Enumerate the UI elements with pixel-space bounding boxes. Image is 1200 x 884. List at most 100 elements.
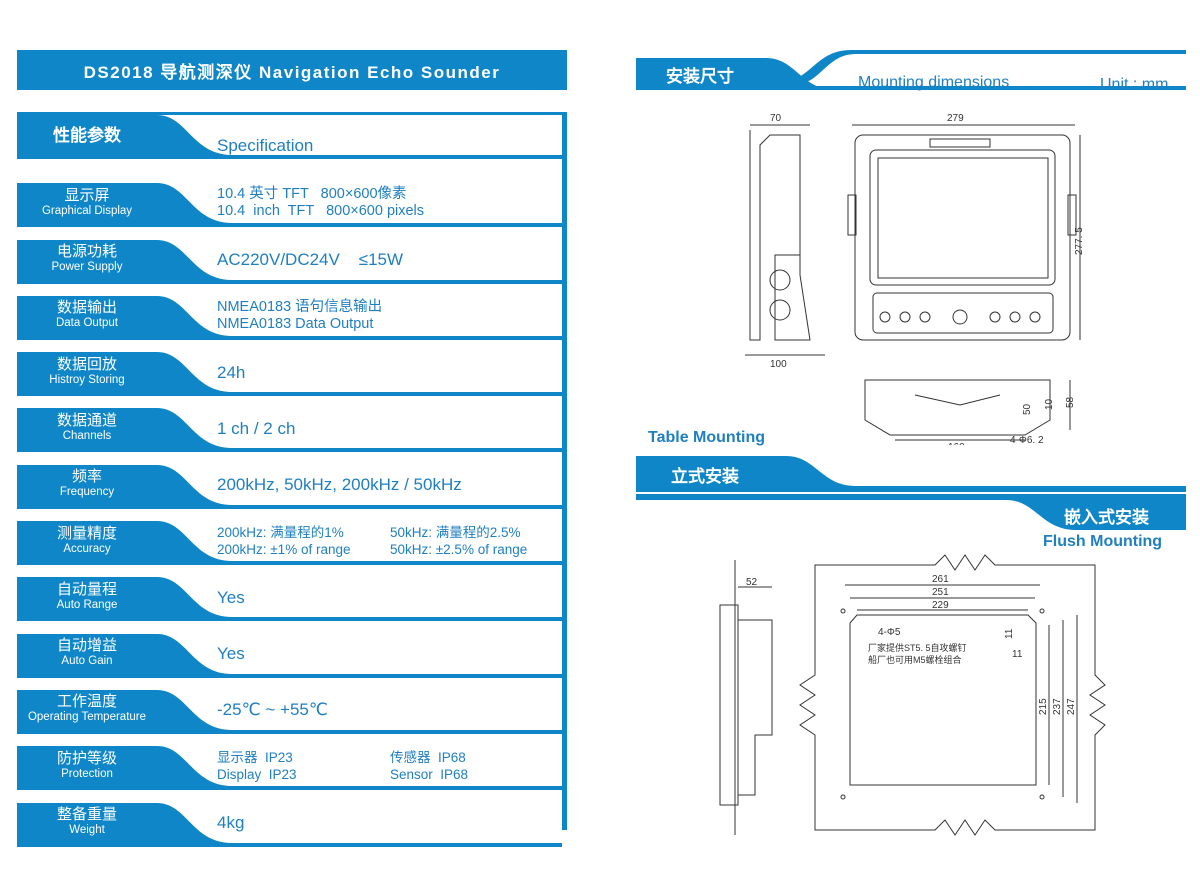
spec-value: 200kHz: ±1% of range (217, 542, 351, 558)
svg-text:52: 52 (746, 577, 758, 588)
spec-label-cn: 显示屏 (64, 186, 110, 204)
spec-value: Yes (217, 587, 245, 607)
spec-label-cn: 自动量程 (56, 580, 117, 598)
svg-text:247: 247 (1066, 698, 1077, 715)
flush-mounting-drawing: 52 261 251 229 4-Φ5 厂家提供ST5. 5自攻螺钉 船厂也可用… (719, 554, 1106, 836)
spec-value: 显示器 IP23 (217, 750, 293, 766)
spec-value: -25℃ ~ +55℃ (217, 700, 328, 720)
spec-value: Sensor IP68 (390, 767, 469, 783)
spec-header-en: Specification (217, 135, 314, 155)
svg-text:58: 58 (1065, 396, 1076, 408)
spec-value-group: 1 ch / 2 ch (217, 408, 295, 448)
spec-value-group: 24h (217, 352, 245, 392)
stand-mounting-cn: 立式安装 (671, 467, 739, 486)
spec-label-en: Auto Gain (61, 655, 113, 668)
spec-value-group: -25℃ ~ +55℃ (217, 690, 328, 730)
spec-label-cn: 测量精度 (56, 524, 117, 542)
table-mounting-drawing: 70 100 279 277. 5 160 58 10 50 4-Φ6. 2 (745, 113, 1085, 445)
spec-label-en: Protection (61, 767, 113, 780)
spec-value-group: 4kg (217, 803, 244, 843)
svg-text:船厂也可用M5螺栓组合: 船厂也可用M5螺栓组合 (868, 654, 962, 665)
spec-label-cn: 自动增益 (56, 637, 117, 655)
spec-label-en: Channels (62, 429, 112, 442)
spec-value: 24h (217, 362, 246, 382)
svg-text:50: 50 (1022, 403, 1033, 415)
svg-text:11: 11 (1012, 649, 1023, 660)
svg-text:279: 279 (947, 113, 964, 124)
spec-value: 50kHz: ±2.5% of range (390, 542, 528, 558)
svg-text:251: 251 (932, 587, 949, 598)
spec-header-row: 性能参数 Specification (17, 115, 562, 171)
spec-value: 50kHz: 满量程的2.5% (390, 525, 521, 541)
spec-label-cn: 工作温度 (56, 693, 117, 711)
svg-text:229: 229 (932, 600, 949, 611)
spec-value: 200kHz, 50kHz, 200kHz / 50kHz (217, 475, 462, 495)
spec-value: 4kg (217, 813, 245, 833)
flush-mounting-bar: 嵌入式安装 (636, 494, 1186, 530)
spec-label-en: Data Output (55, 317, 118, 330)
flush-mounting-en: Flush Mounting (1043, 533, 1163, 550)
spec-value: 200kHz: 满量程的1% (217, 525, 344, 541)
spec-label-cn: 频率 (71, 468, 102, 486)
spec-value-group: Yes (217, 577, 245, 617)
svg-text:10: 10 (1044, 398, 1055, 410)
svg-text:4-Φ6. 2: 4-Φ6. 2 (1010, 435, 1044, 445)
spec-value: AC220V/DC24V ≤15W (217, 250, 404, 270)
spec-value: 10.4 英寸 TFT 800×600像素 (217, 186, 407, 203)
spec-value: 传感器 IP68 (390, 750, 466, 766)
spec-value: 1 ch / 2 ch (217, 418, 296, 438)
spec-label-cn: 数据输出 (56, 299, 117, 317)
svg-text:100: 100 (770, 359, 787, 370)
stand-mounting-bar: 立式安装 (636, 452, 1186, 492)
svg-text:4-Φ5: 4-Φ5 (878, 627, 901, 638)
spec-label-cn: 整备重量 (56, 806, 117, 824)
svg-text:160: 160 (948, 442, 965, 445)
spec-label-en: Weight (69, 824, 105, 837)
spec-value: NMEA0183 Data Output (217, 315, 374, 332)
spec-value: Display IP23 (217, 767, 297, 783)
flush-mounting-cn: 嵌入式安装 (1064, 508, 1149, 527)
spec-value: NMEA0183 语句信息输出 (217, 298, 383, 315)
mounting-title-en: Mounting dimensions (858, 74, 1010, 91)
spec-label-cn: 防护等级 (56, 749, 117, 767)
unit-label: Unit : mm (1100, 76, 1169, 93)
svg-text:厂家提供ST5. 5自攻螺钉: 厂家提供ST5. 5自攻螺钉 (868, 642, 967, 653)
spec-label-en: Frequency (59, 486, 115, 499)
table-mounting-label: Table Mounting (648, 429, 766, 446)
spec-label-en: Power Supply (51, 261, 123, 274)
svg-text:70: 70 (770, 113, 782, 124)
spec-label-en: Accuracy (63, 542, 111, 555)
svg-text:277. 5: 277. 5 (1074, 227, 1085, 255)
spec-label-cn: 数据回放 (56, 355, 117, 373)
svg-text:261: 261 (932, 574, 949, 585)
spec-label-en: Histroy Storing (49, 373, 125, 386)
spec-label-cn: 电源功耗 (56, 243, 117, 261)
spec-value: 10.4 inch TFT 800×600 pixels (217, 203, 425, 220)
spec-header-cn: 性能参数 (53, 125, 121, 145)
spec-label-cn: 数据通道 (56, 411, 117, 429)
